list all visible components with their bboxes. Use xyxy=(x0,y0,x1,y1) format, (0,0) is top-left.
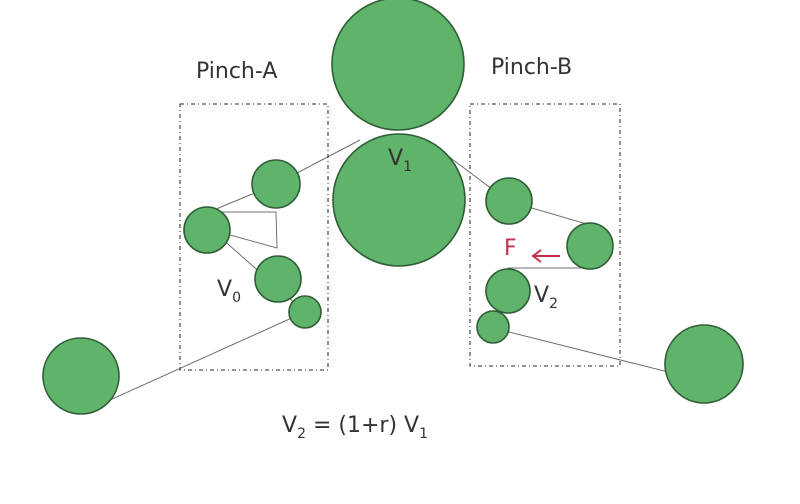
nip-roller-top xyxy=(331,0,465,131)
pinch-a-roller-1 xyxy=(251,159,301,209)
pinch-b-roller-1 xyxy=(485,177,533,225)
eq-v1-sub: 1 xyxy=(419,426,428,442)
pinch-a-roller-4 xyxy=(288,295,322,329)
eq-v2-sub: 2 xyxy=(297,426,306,442)
velocity-label-v1: V1 xyxy=(388,146,412,175)
eq-mid: = (1+r) V xyxy=(306,413,419,438)
nip-roller-bottom xyxy=(332,133,466,267)
pinch-b-roller-4 xyxy=(476,310,510,344)
pinch-a-title: Pinch-A xyxy=(196,59,277,84)
v0-main: V xyxy=(217,277,232,302)
pinch-a-roller-3 xyxy=(254,255,302,303)
velocity-equation: V2 = (1+r) V1 xyxy=(282,413,428,442)
pinch-a-frame xyxy=(179,103,329,371)
force-label: F xyxy=(504,236,517,261)
rewind-roll xyxy=(664,324,744,404)
pinch-a-roller-2 xyxy=(183,206,231,254)
pinch-b-roller-3 xyxy=(485,268,531,314)
velocity-label-v2: V2 xyxy=(534,283,558,312)
v0-sub: 0 xyxy=(232,290,241,306)
v2-main: V xyxy=(534,283,549,308)
pinch-b-frame xyxy=(469,103,621,367)
unwind-roll xyxy=(42,337,120,415)
eq-v2: V xyxy=(282,413,297,438)
force-arrow-icon xyxy=(531,249,560,263)
pinch-b-roller-2 xyxy=(566,222,614,270)
web-line-rewind xyxy=(439,149,701,381)
web-line-unwind xyxy=(109,139,361,401)
v1-sub: 1 xyxy=(403,159,412,175)
v2-sub: 2 xyxy=(549,296,558,312)
pinch-b-title: Pinch-B xyxy=(491,55,572,80)
v1-main: V xyxy=(388,146,403,171)
velocity-label-v0: V0 xyxy=(217,277,241,306)
